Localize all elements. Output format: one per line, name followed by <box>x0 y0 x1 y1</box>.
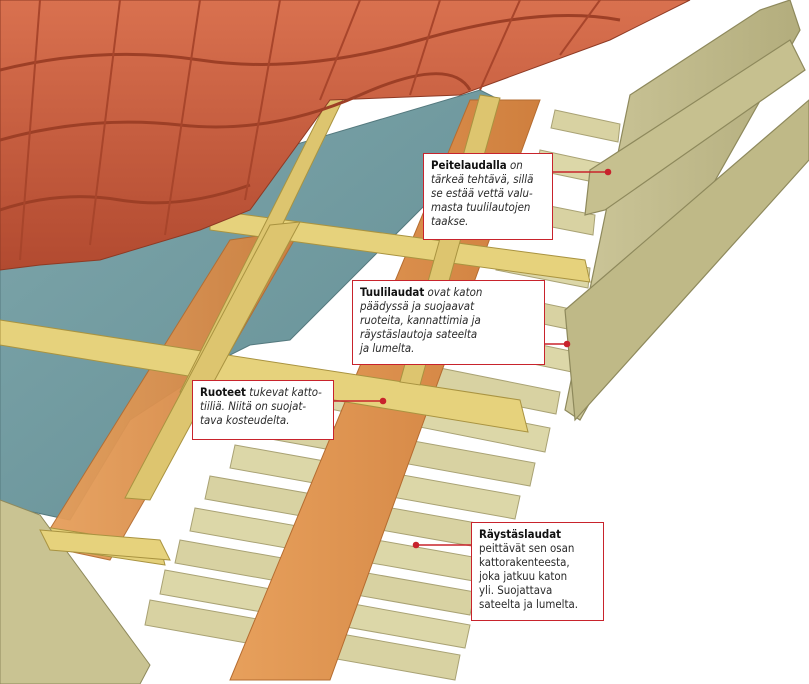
batten <box>124 221 301 501</box>
callout-text: taakse. <box>431 214 469 228</box>
corner-boards <box>0 499 171 684</box>
barge-board <box>564 99 809 422</box>
tile-row <box>409 0 441 96</box>
callout-text: tiiliä. Niitä on suojat- <box>200 399 307 413</box>
callout-text: yli. Suojattava <box>479 583 553 597</box>
callout-first-line: Tuulilaudat ovat katon <box>360 285 538 299</box>
corner-board <box>39 529 171 561</box>
callout-term: Ruoteet <box>200 385 246 399</box>
roof-tiles <box>0 0 691 271</box>
cover-board <box>584 39 806 216</box>
leader-dot-raystaslaudat <box>412 541 420 549</box>
leader-lines <box>334 168 612 549</box>
barge-boards <box>564 0 809 422</box>
callout-term: Peitelaudalla <box>431 158 507 172</box>
callout-text: on <box>506 158 523 172</box>
callout-first-line: Peitelaudalla on <box>431 158 546 172</box>
callout-text: ja lumelta. <box>360 341 415 355</box>
tile-row <box>0 14 621 72</box>
callout-text: räystäslautoja sateelta <box>360 327 478 341</box>
callout-text: se estää vettä valu- <box>431 186 533 200</box>
tile-row <box>89 0 121 246</box>
callout-text: joka jatkuu katon <box>479 569 568 583</box>
callout-raystaslaudat: Räystäslaudat peittävät sen osan kattora… <box>471 522 604 621</box>
callout-text: peittävät sen osan <box>479 541 575 555</box>
eave-board <box>550 109 621 143</box>
callout-term: Räystäslaudat <box>479 527 562 541</box>
callout-tuulilaudat: Tuulilaudat ovat katon päädyssä ja suoja… <box>352 280 545 365</box>
callout-text: masta tuulilautojen <box>431 200 531 214</box>
batten <box>0 319 529 433</box>
tile-row <box>19 0 41 261</box>
leader-dot-peitelaudalla <box>604 168 612 176</box>
tile-row <box>0 183 251 212</box>
callout-ruoteet: Ruoteet tukevat katto- tiiliä. Niitä on … <box>192 380 334 440</box>
callout-first-line: Ruoteet tukevat katto- <box>200 385 327 399</box>
callout-text: tärkeä tehtävä, sillä <box>431 172 534 186</box>
callout-text: tukevat katto- <box>245 385 322 399</box>
callout-text: kattorakenteesta, <box>479 555 570 569</box>
leader-dot-ruoteet <box>379 397 387 405</box>
tile-row <box>244 0 281 201</box>
callout-text: sateelta ja lumelta. <box>479 597 579 611</box>
callout-text: ruoteita, kannattimia ja <box>360 313 481 327</box>
tile-row <box>319 0 361 101</box>
tile-row <box>164 0 201 236</box>
callout-text: tava kosteudelta. <box>200 413 290 427</box>
tile-row <box>479 0 521 91</box>
corner-board <box>0 499 151 684</box>
leader-dot-tuulilaudat <box>563 340 571 348</box>
callout-term: Tuulilaudat <box>360 285 425 299</box>
callout-text: päädyssä ja suojaavat <box>360 299 475 313</box>
callout-peitelaudalla: Peitelaudalla on tärkeä tehtävä, sillä s… <box>423 153 553 240</box>
tile-row <box>559 0 601 56</box>
callout-text: ovat katon <box>424 285 483 299</box>
tile-row <box>0 72 472 142</box>
